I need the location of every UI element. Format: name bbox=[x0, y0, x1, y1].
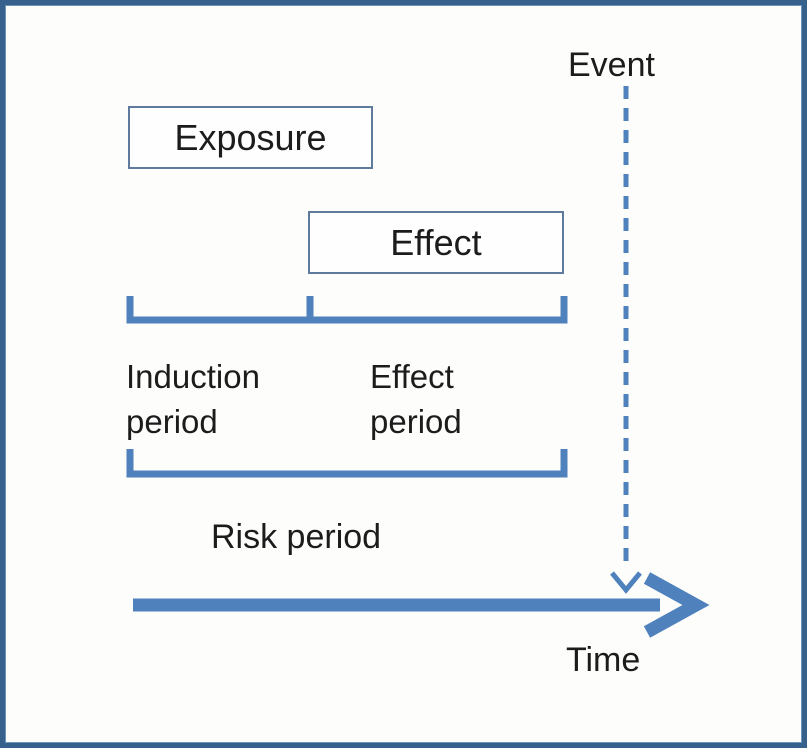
induction-period-label: Induction period bbox=[126, 358, 260, 440]
effect-box: Effect bbox=[308, 211, 564, 274]
exposure-box: Exposure bbox=[128, 106, 373, 169]
effect-box-label: Effect bbox=[390, 221, 482, 263]
risk-period-bracket bbox=[126, 449, 568, 478]
risk-period-label: Risk period bbox=[211, 518, 382, 556]
event-label: Event bbox=[568, 46, 655, 84]
exposure-box-label: Exposure bbox=[174, 116, 327, 158]
time-label: Time bbox=[566, 641, 641, 679]
effect-period-label: Effect period bbox=[370, 358, 462, 440]
event-arrowhead-icon bbox=[610, 571, 642, 594]
time-axis-arrowhead-icon bbox=[643, 572, 710, 638]
induction-effect-bracket bbox=[126, 296, 568, 324]
